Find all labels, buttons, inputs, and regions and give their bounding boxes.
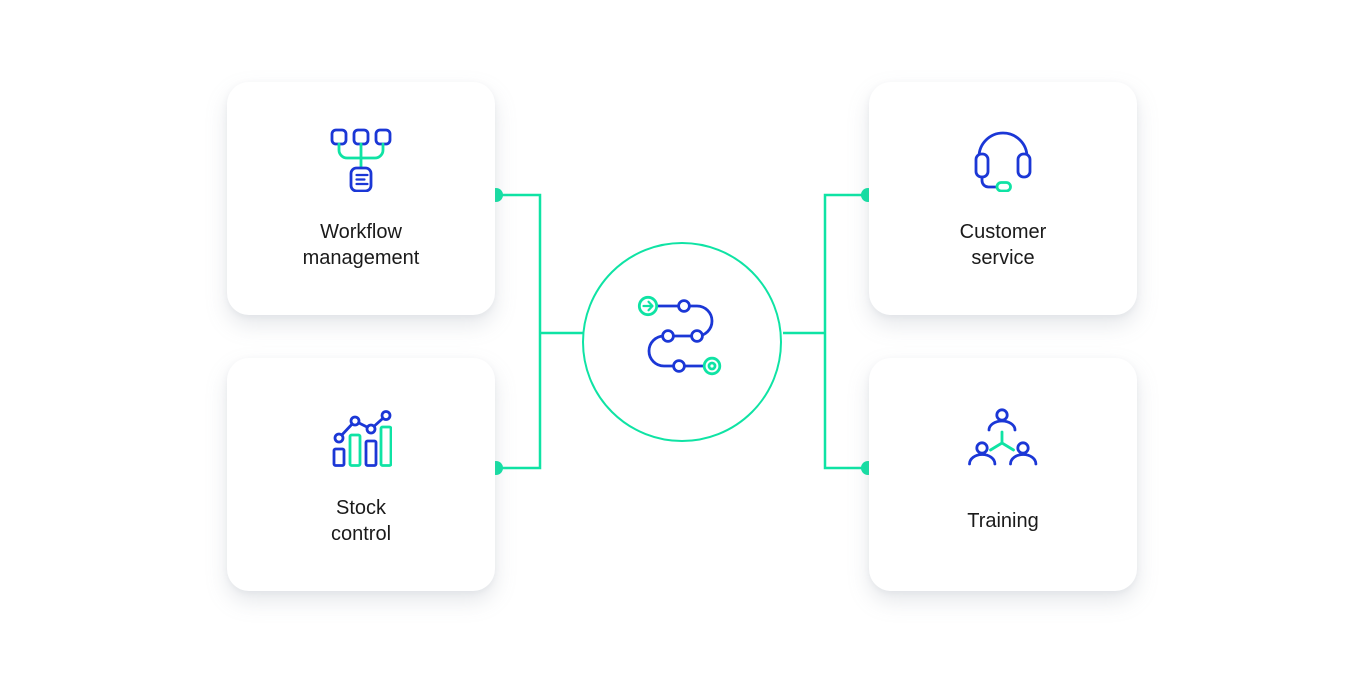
card-label: Stock control <box>331 492 391 550</box>
process-hub-circle <box>582 242 782 442</box>
card-label-line: Stock <box>335 496 387 519</box>
card-customer-service: Customer service <box>869 82 1137 315</box>
headset-icon <box>974 131 1032 192</box>
card-training: Training <box>869 358 1137 591</box>
workflow-hierarchy-icon <box>330 128 392 192</box>
card-label: Workflow management <box>303 216 420 274</box>
right-connector-line <box>783 193 868 470</box>
card-label-line: service <box>971 247 1035 269</box>
people-network-icon <box>968 408 1038 466</box>
card-label-line: Training <box>967 509 1039 532</box>
card-label: Customer service <box>960 216 1047 274</box>
stock-chart-icon <box>332 410 392 467</box>
card-label-line: control <box>330 523 392 545</box>
card-label: Training <box>967 492 1039 550</box>
journey-path-icon <box>637 295 722 376</box>
left-connector-line <box>496 193 583 470</box>
card-label-line: management <box>302 247 420 269</box>
card-label-line: Workflow <box>320 220 402 243</box>
card-label-line: Customer <box>959 220 1047 243</box>
card-workflow-management: Workflow management <box>227 82 495 315</box>
card-stock-control: Stock control <box>227 358 495 591</box>
